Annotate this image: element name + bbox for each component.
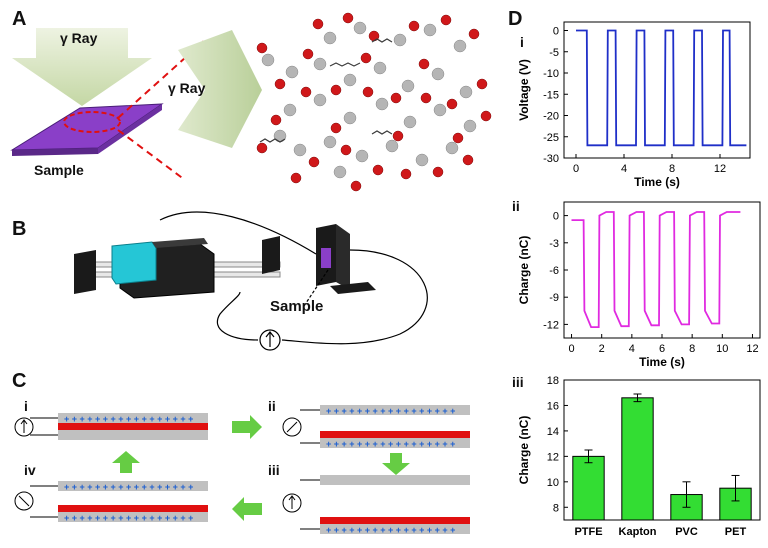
step-iv-diagram: [14, 481, 208, 522]
x-tick-label: 12: [746, 343, 758, 355]
step-iii-diagram: [282, 475, 470, 534]
x-tick-label: 0: [573, 163, 579, 175]
x-tick-label: 4: [629, 343, 635, 355]
y-tick-label: 12: [547, 451, 559, 463]
panel-label-b: B: [12, 218, 27, 240]
y-tick-label: -20: [543, 111, 559, 123]
plot-frame: [563, 21, 751, 159]
y-axis-label: Charge (nC): [517, 416, 531, 485]
y-tick-label: 10: [547, 477, 559, 489]
step-iii-label: iii: [268, 462, 280, 478]
y-tick-label: -25: [543, 132, 559, 144]
panel-label-d: D: [508, 8, 523, 30]
step-i-label: i: [24, 398, 28, 414]
x-axis-label: Time (s): [639, 355, 685, 369]
svg-text:+ + + + + + + + + + + + + + +: + + + + + + + + + + + + + + + + +: [326, 525, 455, 535]
svg-text:+ + + + + + + + + + + + + + +: + + + + + + + + + + + + + + + + +: [64, 513, 193, 523]
y-axis-label: Charge (nC): [517, 236, 531, 305]
y-tick-label: 16: [547, 400, 559, 412]
x-tick-label: 6: [659, 343, 665, 355]
svg-text:+ + + + + + + + + + + + + + +: + + + + + + + + + + + + + + + + +: [326, 406, 455, 416]
y-tick-label: -10: [543, 68, 559, 80]
sample-label-a: Sample: [34, 162, 84, 178]
process-arrows: [112, 415, 410, 521]
series-line-0: [571, 211, 741, 329]
bar-kapton: [621, 397, 654, 521]
sample-label-b: Sample: [270, 298, 324, 315]
panel-c-illustration: + + + + + + + + + + + + + + + + + + + + …: [14, 405, 470, 535]
category-label: Kapton: [619, 526, 657, 538]
subpanel-i-label: i: [520, 34, 524, 50]
category-label: PTFE: [574, 526, 602, 538]
category-label: PVC: [675, 526, 698, 538]
x-tick-label: 4: [621, 163, 627, 175]
svg-text:+ + + + + + + + + + + + + + +: + + + + + + + + + + + + + + + + +: [326, 439, 455, 449]
x-tick-label: 0: [568, 343, 574, 355]
x-tick-label: 8: [689, 343, 695, 355]
plot-frame: [563, 201, 761, 339]
svg-text:+ + + + + + + + + + + + + + +: + + + + + + + + + + + + + + + + +: [64, 414, 193, 424]
sample-plate: [10, 103, 164, 151]
y-tick-label: -3: [549, 238, 559, 250]
gamma-ray-arrow: [12, 28, 152, 106]
panel-label-c: C: [12, 370, 27, 392]
y-tick-label: -5: [549, 47, 559, 59]
gamma-ray-label-2: γ Ray: [168, 80, 206, 96]
y-tick-label: 0: [553, 26, 559, 38]
panel-b-illustration: [74, 211, 428, 351]
step-i-diagram: [14, 413, 208, 440]
plot-frame: [563, 379, 761, 521]
y-tick-label: -9: [549, 292, 559, 304]
y-tick-label: -30: [543, 153, 559, 165]
x-tick-label: 10: [716, 343, 728, 355]
subpanel-iii-label: iii: [512, 374, 524, 390]
y-tick-label: 18: [547, 375, 559, 387]
y-tick-label: 0: [553, 211, 559, 223]
ammeter-icon: [259, 329, 281, 351]
subpanel-ii-label: ii: [512, 198, 520, 214]
step-ii-label: ii: [268, 398, 276, 414]
step-ii-diagram: [282, 405, 470, 448]
bar-ptfe: [572, 455, 605, 521]
y-tick-label: 8: [553, 502, 559, 514]
x-tick-label: 12: [714, 163, 726, 175]
x-tick-label: 2: [599, 343, 605, 355]
x-tick-label: 8: [669, 163, 675, 175]
step-iv-label: iv: [24, 462, 36, 478]
y-axis-label: Voltage (V): [517, 59, 531, 121]
y-tick-label: -6: [549, 265, 559, 277]
category-label: PET: [725, 526, 747, 538]
y-tick-label: 14: [547, 426, 559, 438]
series-line-0: [576, 29, 747, 147]
panel-a-illustration: [10, 12, 492, 192]
polymer-molecule: [256, 12, 492, 192]
y-tick-label: -12: [543, 319, 559, 331]
gamma-ray-arrow-zoom: [178, 30, 262, 148]
gamma-ray-label-1: γ Ray: [60, 30, 98, 46]
y-tick-label: -15: [543, 89, 559, 101]
svg-text:+ + + + + + + + + + + + + + +: + + + + + + + + + + + + + + + + +: [64, 482, 193, 492]
x-axis-label: Time (s): [634, 175, 680, 189]
panel-label-a: A: [12, 8, 27, 30]
